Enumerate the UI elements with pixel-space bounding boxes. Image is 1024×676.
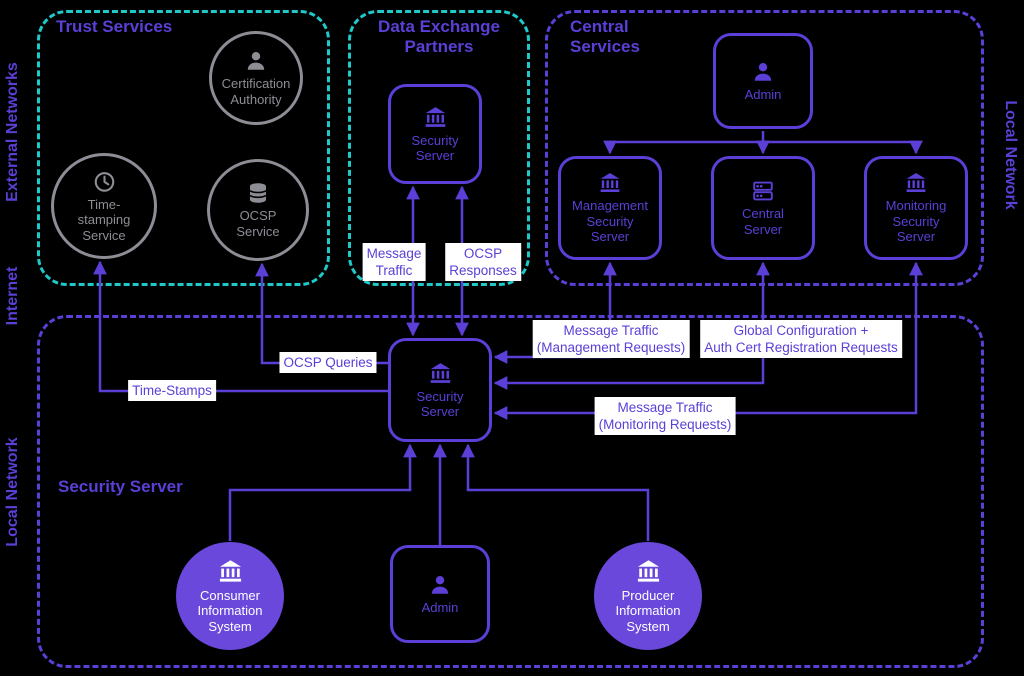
- certification-authority-label: Certification Authority: [221, 76, 291, 107]
- clock-icon: [94, 171, 114, 192]
- edge-label-management-requests: Message Traffic (Management Requests): [532, 320, 690, 358]
- data-exchange-partners-group-box: [348, 10, 530, 286]
- central-admin-label: Admin: [744, 86, 782, 102]
- data-exchange-partners-title: Data Exchange Partners: [378, 17, 500, 56]
- ocsp-service-node: OCSP Service: [207, 159, 309, 261]
- certification-authority-node: Certification Authority: [209, 31, 303, 125]
- server-icon: [753, 181, 773, 201]
- local-admin-node: Admin: [390, 545, 490, 643]
- consumer-information-system-label: Consumer Information System: [197, 587, 263, 634]
- bank-icon: [906, 173, 926, 193]
- bank-icon: [430, 362, 450, 383]
- edge-consumer-to-ss: [228, 443, 417, 541]
- dep-security-server-label: Security Server: [411, 132, 459, 164]
- database-icon: [249, 183, 267, 203]
- edge-label-ocsp-responses: OCSP Responses: [445, 243, 521, 281]
- bank-icon: [600, 173, 620, 193]
- bank-icon: [219, 560, 241, 582]
- local-admin-label: Admin: [421, 599, 459, 615]
- management-security-server-label: Management Security Server: [572, 198, 648, 245]
- management-security-server-node: Management Security Server: [558, 156, 662, 260]
- side-label-local-network-right: Local Network: [1002, 100, 1019, 210]
- security-server-label: Security Server: [416, 388, 464, 420]
- central-services-title: Central Services: [570, 17, 640, 56]
- dep-security-server-node: Security Server: [388, 84, 482, 184]
- edge-label-global-config: Global Configuration + Auth Cert Registr…: [700, 320, 902, 358]
- bank-icon: [425, 106, 445, 127]
- monitoring-security-server-label: Monitoring Security Server: [885, 198, 947, 245]
- edge-label-monitoring-requests: Message Traffic (Monitoring Requests): [594, 397, 736, 435]
- security-server-group-title: Security Server: [58, 477, 183, 496]
- producer-information-system-node: Producer Information System: [594, 542, 702, 650]
- person-icon: [431, 575, 449, 594]
- edge-admin-branches: [603, 140, 923, 155]
- producer-information-system-label: Producer Information System: [615, 587, 681, 634]
- person-icon: [247, 52, 265, 70]
- central-admin-node: Admin: [713, 33, 813, 129]
- central-server-label: Central Server: [742, 206, 784, 237]
- side-label-internet: Internet: [4, 266, 21, 326]
- central-server-node: Central Server: [711, 156, 815, 260]
- timestamping-service-label: Time- stamping Service: [77, 196, 131, 243]
- ocsp-service-label: OCSP Service: [236, 208, 280, 239]
- monitoring-security-server-node: Monitoring Security Server: [864, 156, 968, 260]
- edge-label-ocsp-queries: OCSP Queries: [279, 352, 377, 373]
- timestamping-service-node: Time- stamping Service: [51, 153, 157, 259]
- edge-label-time-stamps: Time-Stamps: [128, 380, 216, 401]
- edge-label-message-traffic: Message Traffic: [362, 243, 426, 281]
- person-icon: [754, 62, 772, 81]
- edge-time-stamps: [93, 260, 388, 393]
- consumer-information-system-node: Consumer Information System: [176, 542, 284, 650]
- security-server-node: Security Server: [388, 338, 492, 442]
- edge-producer-to-ss: [461, 443, 650, 541]
- bank-icon: [637, 560, 659, 582]
- trust-services-title: Trust Services: [56, 17, 173, 36]
- trust-services-group-box: [37, 10, 330, 286]
- side-label-local-network-left: Local Network: [4, 437, 21, 547]
